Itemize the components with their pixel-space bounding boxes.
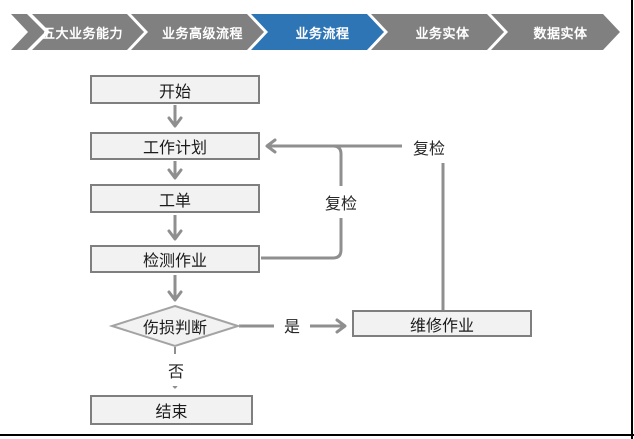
flow-node-repair: 维修作业 bbox=[352, 310, 532, 337]
edge-label-recheck-repair: 复检 bbox=[402, 130, 456, 163]
flow-node-end: 结束 bbox=[90, 395, 253, 425]
breadcrumb-item-label: 业务高级流程 bbox=[161, 25, 243, 41]
flow-node-start: 开始 bbox=[90, 75, 260, 104]
breadcrumb-item-label: 数据实体 bbox=[533, 25, 588, 41]
breadcrumb-item-business-flow[interactable]: 业务流程 bbox=[251, 14, 384, 50]
breadcrumb-item-business-entity[interactable]: 业务实体 bbox=[371, 14, 504, 50]
flow-node-inspection: 检测作业 bbox=[90, 245, 260, 273]
flow-node-label: 工单 bbox=[158, 192, 191, 210]
decision-diamond-shape bbox=[108, 304, 242, 348]
flow-node-label: 伤损判断 bbox=[142, 320, 207, 337]
flow-node-label: 开始 bbox=[158, 83, 191, 101]
flow-node-damage-decision: 伤损判断 bbox=[117, 314, 233, 338]
edge-label-recheck-inspect: 复检 bbox=[320, 186, 362, 218]
flow-node-work-order: 工单 bbox=[90, 184, 260, 213]
breadcrumb-item-label: 业务流程 bbox=[295, 25, 350, 41]
breadcrumb-item-label: 五大业务能力 bbox=[41, 25, 123, 41]
window-bottom-edge bbox=[0, 434, 634, 436]
flow-node-label: 工作计划 bbox=[142, 140, 207, 157]
edge-label-yes: 是 bbox=[274, 310, 310, 340]
flow-node-work-plan: 工作计划 bbox=[90, 132, 260, 160]
breadcrumb-item-label: 业务实体 bbox=[415, 25, 470, 41]
breadcrumb-item-highlevel-flow[interactable]: 业务高级流程 bbox=[131, 14, 264, 50]
flow-node-label: 结束 bbox=[155, 404, 188, 421]
flow-node-label: 检测作业 bbox=[142, 253, 207, 270]
breadcrumb-item-data-entity[interactable]: 数据实体 bbox=[491, 14, 620, 50]
flow-node-label: 维修作业 bbox=[409, 317, 474, 335]
edge-label-no: 否 bbox=[159, 354, 193, 386]
window-right-edge bbox=[631, 0, 633, 439]
